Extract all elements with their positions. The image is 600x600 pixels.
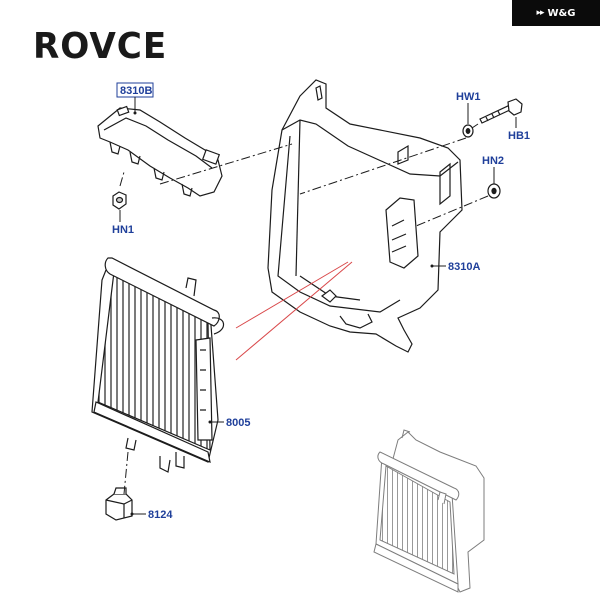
assembly-thumbnail [373,429,485,593]
shroud-8310a [267,79,463,353]
callout-hb1: HB1 [508,130,530,142]
leader-lines [119,97,517,515]
callout-8310a: 8310A [448,261,480,273]
nut-hn2 [487,183,501,199]
callout-8310b: 8310B [120,85,152,97]
callout-8005: 8005 [226,417,250,429]
washer-hw1 [462,124,474,138]
bracket-8310b [97,105,223,197]
leader-dots [130,111,434,516]
brand-badge: ▸▸ W&G [512,0,600,26]
mount-8124 [105,487,133,521]
brand-badge-text: W&G [547,7,576,19]
bolt-hb1 [479,98,523,124]
callout-hn2: HN2 [482,155,504,167]
accent-pointer-lines [235,261,353,361]
callout-hn1: HN1 [112,224,134,236]
nut-hn1 [112,191,127,210]
radiator-8005 [91,257,225,473]
callout-8124: 8124 [148,509,173,521]
callout-hw1: HW1 [456,91,480,103]
brand-logo: ROVCE [33,26,168,67]
alignment-lines [119,123,489,495]
brand-mark-icon: ▸▸ [536,8,544,18]
